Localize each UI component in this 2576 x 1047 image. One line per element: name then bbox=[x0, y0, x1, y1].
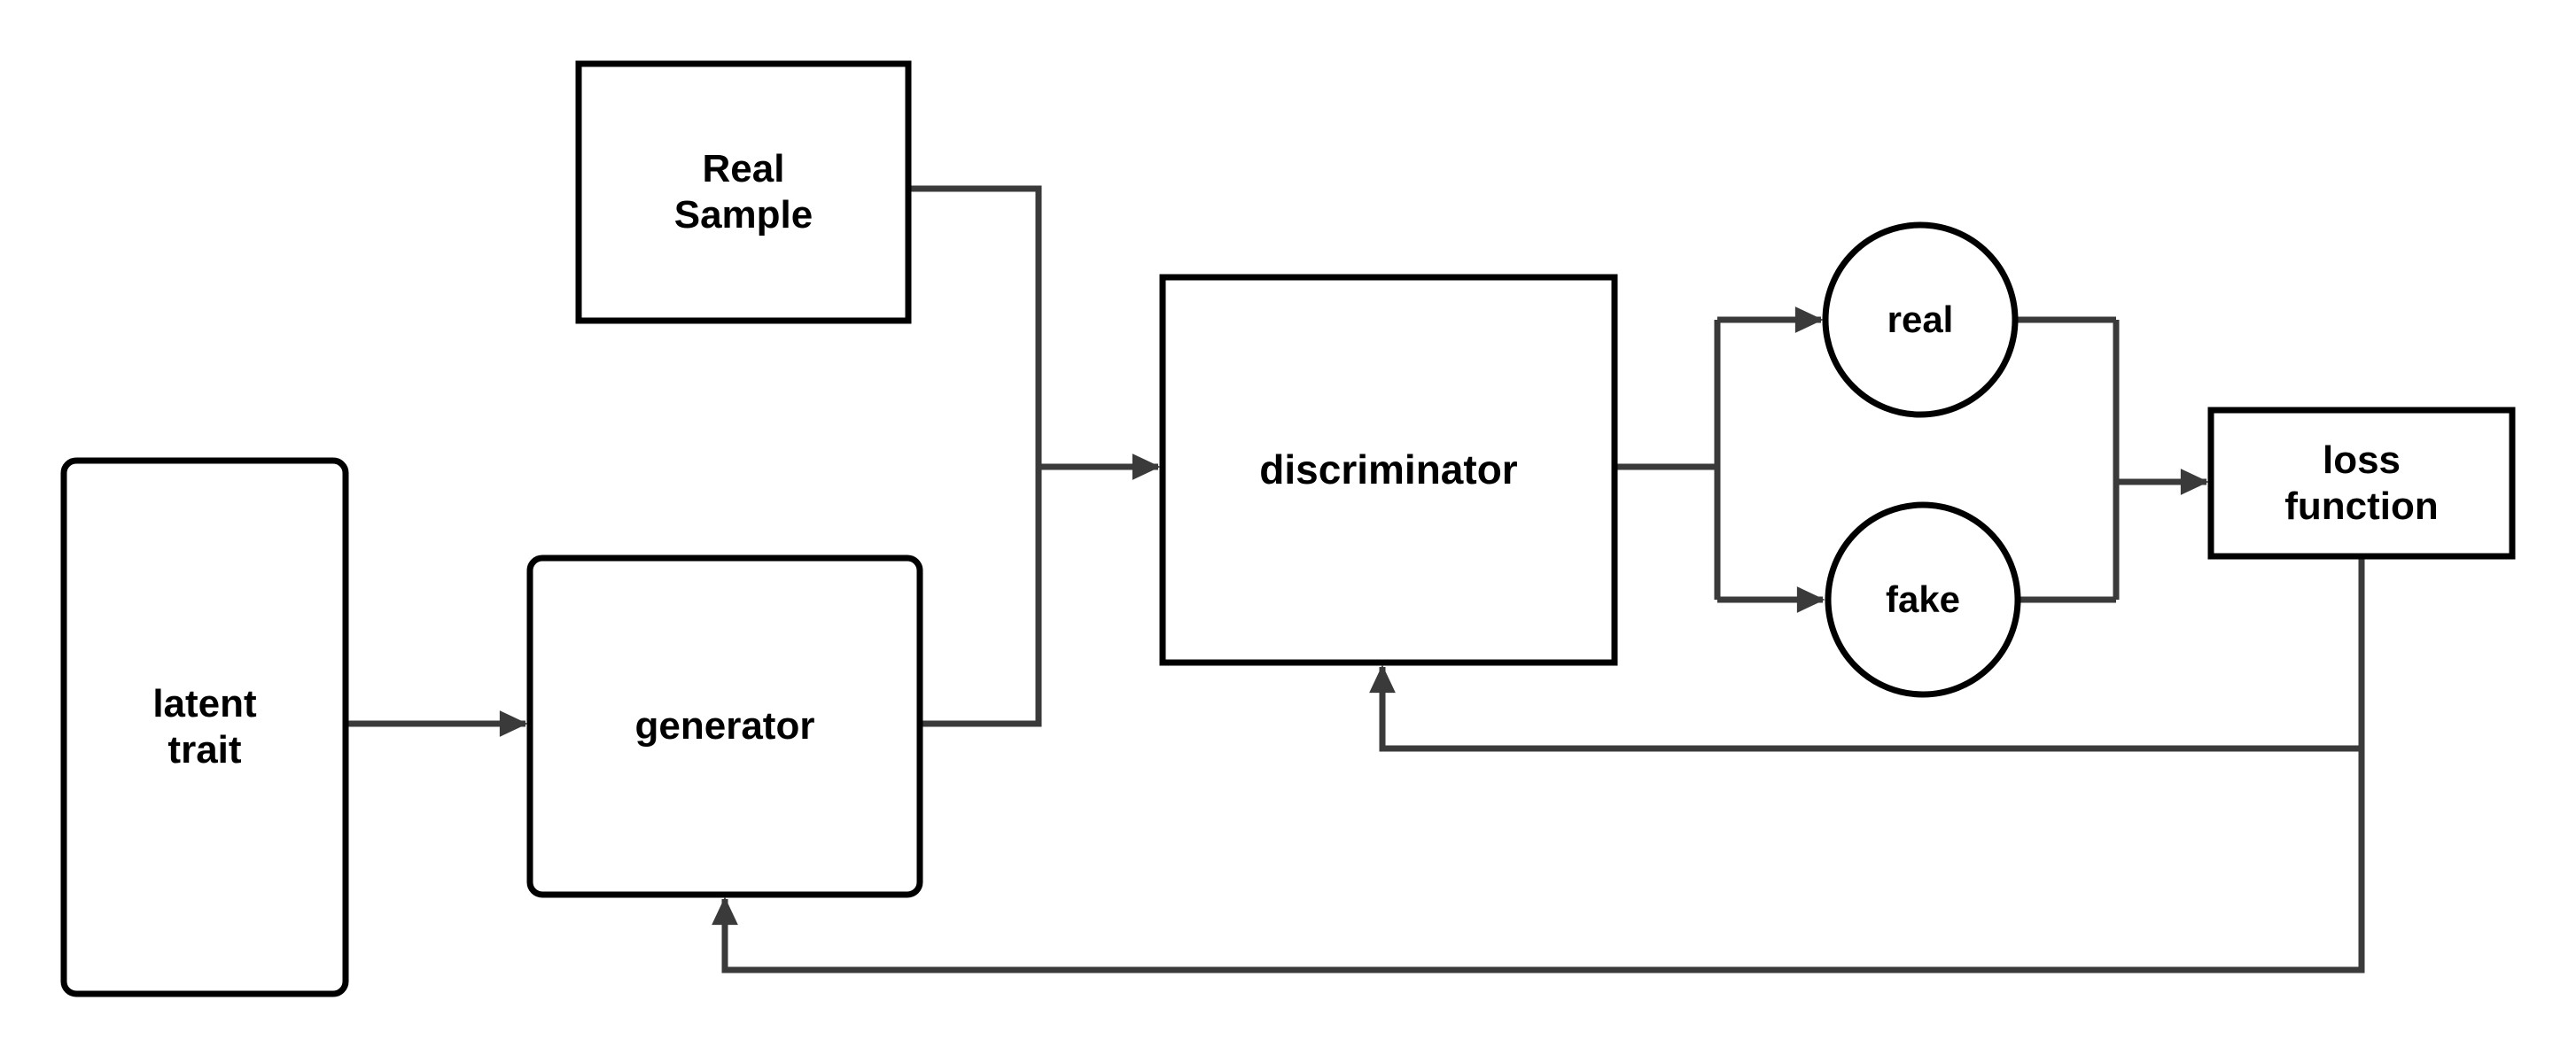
node-discriminator[interactable] bbox=[1159, 274, 1618, 666]
edge-generator-to-discriminator bbox=[920, 467, 1042, 727]
node-fake[interactable] bbox=[1825, 501, 2021, 698]
node-real-sample[interactable] bbox=[575, 60, 912, 324]
edge-real-sample-to-discriminator bbox=[908, 185, 1161, 480]
node-generator[interactable] bbox=[526, 555, 923, 898]
node-real[interactable] bbox=[1822, 221, 2019, 418]
edge-loss-to-discriminator bbox=[1369, 556, 2365, 752]
node-latent-trait[interactable] bbox=[60, 457, 349, 997]
edge-loss-to-generator bbox=[712, 556, 2365, 973]
node-loss-function[interactable] bbox=[2207, 407, 2516, 560]
